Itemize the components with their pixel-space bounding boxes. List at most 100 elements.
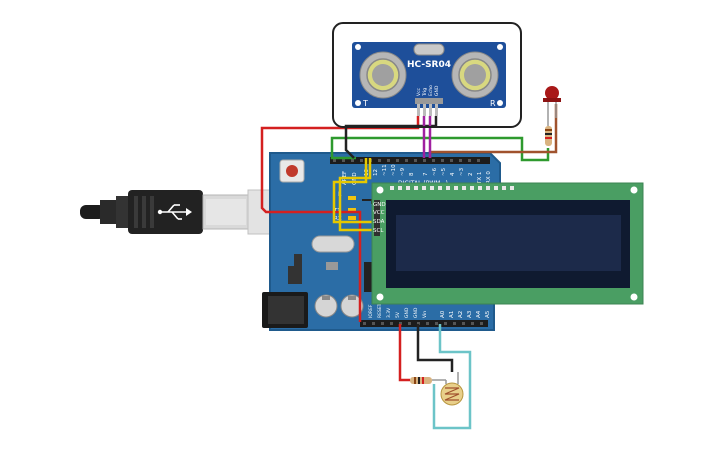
pin-hole [502, 186, 506, 190]
pin-label-reset: RESET [377, 303, 383, 318]
sensor-pin-echo: Echo [428, 85, 434, 96]
pin-hole [510, 186, 514, 190]
pin-hole [351, 159, 354, 162]
pin-hole [426, 322, 429, 325]
pin-label-a1: A1 [449, 311, 455, 318]
pin-hole [381, 322, 384, 325]
pin-hole [360, 159, 363, 162]
pin-hole [450, 159, 453, 162]
pin-label-a4: A4 [476, 310, 482, 318]
wire-cyan [432, 324, 472, 430]
arduino-bottom-labels: IOREF RESET 3.3V 5V GND GND Vin [368, 303, 428, 318]
pin-label-rx: RX 0 [486, 171, 492, 184]
photoresistor-icon [440, 372, 464, 406]
pin-hole [333, 159, 336, 162]
pin-label-gnd2: GND [413, 307, 419, 318]
pin-hole [417, 322, 420, 325]
pin-hole [399, 322, 402, 325]
pin-hole [435, 322, 438, 325]
sensor-frame [332, 22, 522, 128]
wire-black-bottom [416, 324, 454, 372]
pin-label-gnd1: GND [404, 307, 410, 318]
pin-label-4: 4 [450, 172, 456, 176]
hc-sr04-sensor: HC-SR04 T R Vcc Trig Echo GND [352, 42, 506, 116]
power-analog-header [363, 322, 483, 325]
pin-hole [390, 322, 393, 325]
pin-label-5v: 5V [395, 311, 401, 318]
pin-hole [441, 159, 444, 162]
pin-hole [459, 159, 462, 162]
pin-hole [378, 159, 381, 162]
pin-hole [408, 322, 411, 325]
lcd-module: GND VCC SDA SCL [371, 182, 644, 305]
sensor-pin-trig: Trig [422, 88, 428, 97]
pin-hole [422, 186, 426, 190]
lcd-pin-gnd: GND [373, 202, 386, 208]
pin-label-12: 12 [373, 169, 379, 176]
lcd-pin-vcc: VCC [373, 210, 385, 216]
pin-hole [396, 159, 399, 162]
wire-green [330, 136, 550, 162]
resistor-icon [545, 120, 552, 146]
pin-hole [468, 159, 471, 162]
pin-hole [480, 322, 483, 325]
pin-hole [405, 159, 408, 162]
pin-hole [494, 186, 498, 190]
wire-red-bottom [398, 324, 410, 382]
pin-label-2: 2 [468, 173, 474, 177]
pin-hole [486, 186, 490, 190]
pin-hole [414, 186, 418, 190]
pin-hole [462, 186, 466, 190]
pin-hole [470, 186, 474, 190]
resistor-icon [410, 377, 446, 384]
wire-yellow-sda [332, 158, 372, 224]
pin-label-a2: A2 [458, 311, 464, 318]
led-icon [543, 86, 561, 120]
wire-yellow-scl [338, 158, 372, 232]
lcd-pin-holes [390, 186, 514, 190]
side-label-rx: RX [334, 216, 342, 222]
pin-hole [454, 186, 458, 190]
pin-hole [430, 186, 434, 190]
pin-label-3v3: 3.3V [386, 307, 392, 318]
sensor-t-mark: T [362, 99, 368, 108]
pin-hole [444, 322, 447, 325]
pin-hole [446, 186, 450, 190]
pin-hole [372, 322, 375, 325]
pin-label-a5: A5 [485, 310, 491, 318]
lcd-pin-sda: SDA [373, 219, 385, 225]
pin-label-9: ~9 [400, 167, 406, 176]
pin-label-vin: Vin [422, 311, 428, 318]
pin-label-a3: A3 [467, 310, 473, 318]
arduino-analog-labels: A0 A1 A2 A3 A4 A5 [440, 310, 491, 318]
pin-label-tx: TX 1 [477, 172, 483, 185]
wire-brown [428, 104, 558, 158]
pin-hole [423, 159, 426, 162]
pin-label-5: ~5 [441, 167, 447, 176]
pin-hole [387, 159, 390, 162]
lcd-pin-scl: SCL [373, 228, 384, 234]
sensor-pin-vcc: Vcc [416, 87, 422, 96]
sensor-model-label: HC-SR04 [407, 60, 451, 70]
pin-hole [438, 186, 442, 190]
pin-hole [453, 322, 456, 325]
sensor-pin-gnd: GND [434, 85, 440, 96]
pin-label-3: ~3 [459, 167, 465, 176]
pin-label-8: 8 [409, 172, 415, 176]
pin-label-11: ~11 [382, 164, 388, 176]
sensor-r-mark: R [490, 99, 496, 108]
pin-hole [398, 186, 402, 190]
pin-label-ioref: IOREF [368, 304, 374, 318]
pin-hole [363, 322, 366, 325]
pin-hole [471, 322, 474, 325]
pin-hole [432, 159, 435, 162]
pin-label-7: 7 [423, 172, 429, 176]
pin-label-a0: A0 [440, 310, 446, 318]
pin-hole [406, 186, 410, 190]
pin-hole [477, 159, 480, 162]
pin-hole [342, 159, 345, 162]
pin-hole [478, 186, 482, 190]
pin-label-10: ~10 [391, 164, 397, 176]
